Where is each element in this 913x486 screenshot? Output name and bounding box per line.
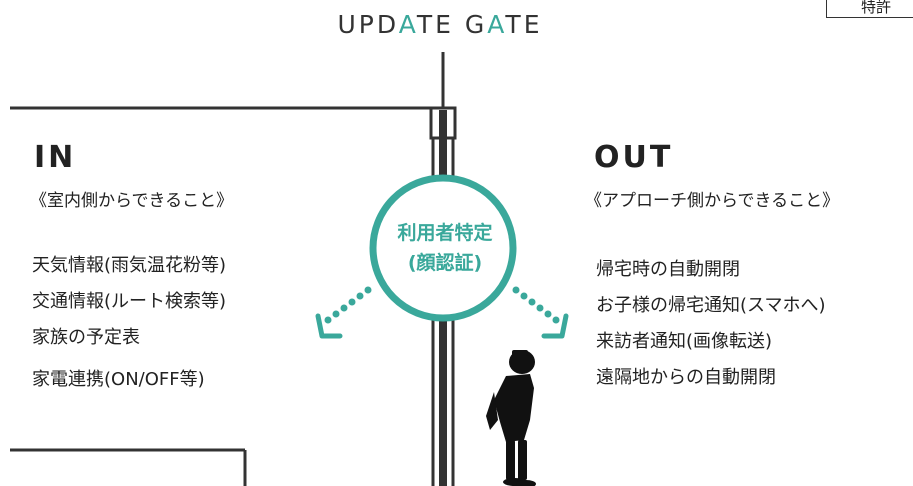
patent-badge: 特許 [826, 0, 913, 18]
in-feature-list: 天気情報(雨気温花粉等) 交通情報(ルート検索等) 家族の予定表 家電連携(ON… [32, 248, 226, 398]
list-item: 家電連携(ON/OFF等) [32, 369, 205, 390]
in-subtitle: 《室内側からできること》 [30, 191, 234, 211]
list-item: お子様の帰宅通知(スマホへ) [596, 295, 826, 316]
out-subtitle: 《アプローチ側からできること》 [585, 191, 840, 211]
list-item: 家族の予定表 [32, 327, 140, 348]
child-silhouette-icon [486, 350, 536, 486]
list-item: 遠隔地からの自動開閉 [596, 367, 776, 388]
list-item: 交通情報(ルート検索等) [32, 291, 227, 312]
center-label-line1: 利用者特定 [397, 222, 493, 244]
face-recognition-circle [369, 174, 517, 322]
out-heading: OUT [594, 140, 674, 175]
list-item: 帰宅時の自動開閉 [596, 259, 740, 280]
list-item: 来訪者通知(画像転送) [596, 331, 773, 352]
center-label: 利用者特定 (顔認証) [372, 218, 518, 278]
in-heading: IN [34, 140, 77, 175]
dotted-arrow-right-icon [512, 286, 569, 339]
list-item: 天気情報(雨気温花粉等) [32, 255, 227, 276]
page-title: UPDATE GATE [337, 10, 543, 39]
center-label-line2: (顔認証) [407, 252, 483, 274]
out-feature-list: 帰宅時の自動開閉 お子様の帰宅通知(スマホへ) 来訪者通知(画像転送) 遠隔地か… [596, 252, 826, 396]
dotted-arrow-left-icon [315, 286, 372, 339]
